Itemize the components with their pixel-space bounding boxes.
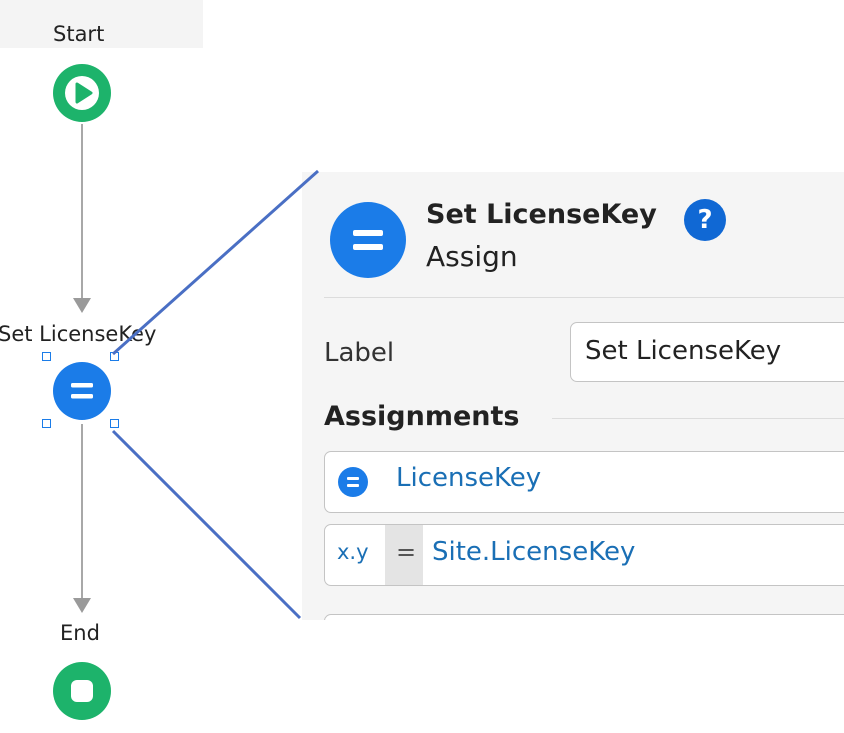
assignment-variable-field[interactable]: LicenseKey: [324, 451, 844, 513]
callout-line-bottom: [111, 429, 302, 620]
connector-arrow: [73, 598, 91, 613]
assign-equals-icon: [330, 202, 406, 278]
start-node[interactable]: [53, 64, 111, 122]
callout-line-top: [112, 169, 319, 356]
operator-cell: [385, 525, 423, 585]
end-node[interactable]: [53, 662, 111, 720]
variable-equals-icon: [338, 467, 368, 497]
resize-handle-top-left[interactable]: [42, 352, 51, 361]
panel-title: Set LicenseKey: [426, 199, 657, 230]
properties-panel: Set LicenseKey ? Assign Label Set Licens…: [302, 172, 844, 620]
assign-node[interactable]: [53, 362, 111, 420]
resize-handle-bottom-left[interactable]: [42, 419, 51, 428]
next-assignment-field[interactable]: [324, 614, 844, 620]
label-input[interactable]: Set LicenseKey: [570, 322, 844, 382]
help-icon[interactable]: ?: [684, 199, 726, 241]
canvas-top-strip: [0, 0, 203, 48]
assign-node-label: Set LicenseKey: [0, 322, 157, 346]
stop-icon: [71, 680, 93, 702]
label-caption: Label: [324, 338, 395, 368]
section-divider: [552, 418, 844, 419]
panel-divider: [324, 297, 844, 298]
panel-subtitle: Assign: [426, 240, 518, 273]
end-node-label: End: [60, 621, 100, 645]
operator-label: =: [396, 538, 417, 566]
resize-handle-bottom-right[interactable]: [110, 419, 119, 428]
variable-name: LicenseKey: [396, 463, 542, 493]
assignments-heading: Assignments: [324, 401, 520, 432]
connector-arrow: [73, 298, 91, 313]
start-node-label: Start: [53, 22, 105, 46]
expression-value[interactable]: Site.LicenseKey: [432, 537, 636, 567]
assignment-expression-field[interactable]: x.y = Site.LicenseKey: [324, 524, 844, 586]
expression-type-label: x.y: [337, 540, 369, 564]
equals-icon: [71, 383, 93, 399]
play-icon: [65, 76, 99, 110]
